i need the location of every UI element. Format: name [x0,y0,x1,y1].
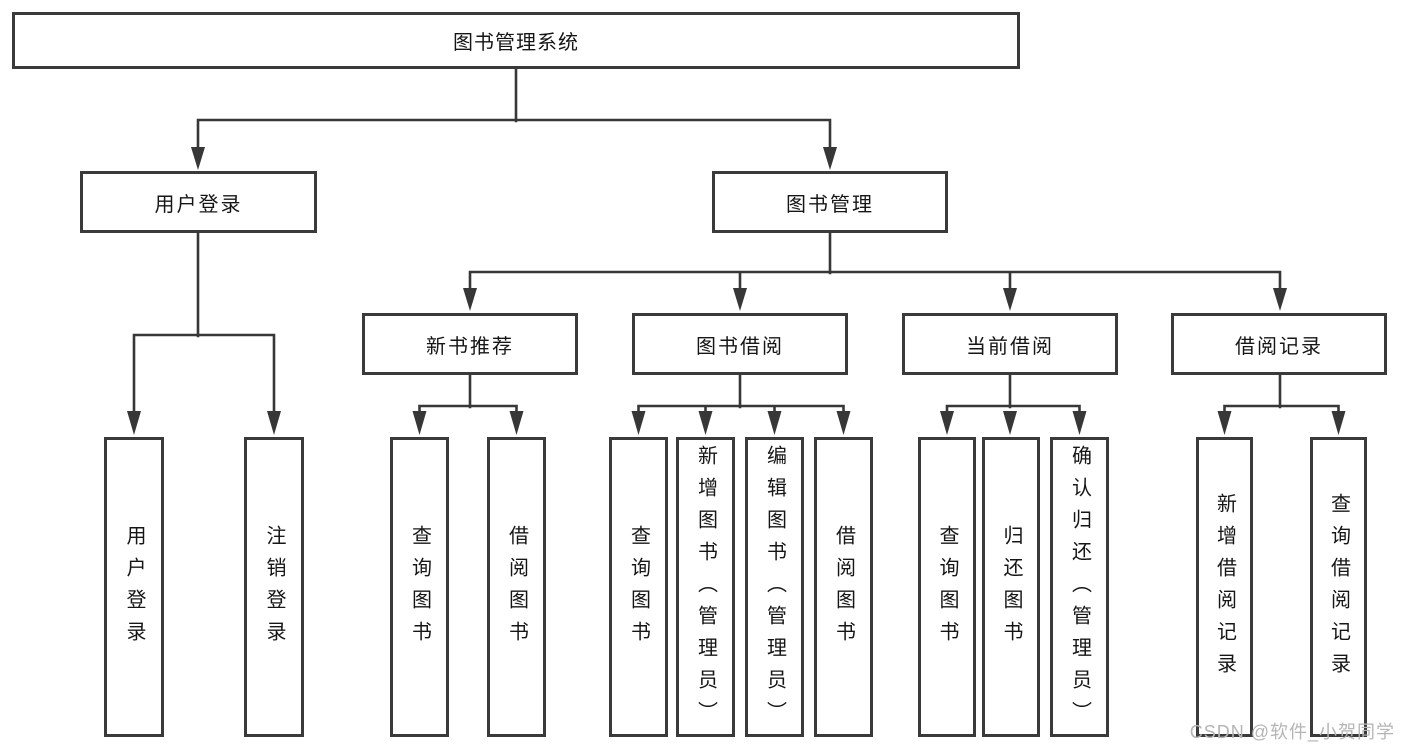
node-book-management: 图书管理 [712,171,948,233]
node-borrow-records: 借阅记录 [1171,313,1387,375]
leaf-newbook-query-books: 查询图书 [390,437,449,737]
leaf-current-query-books: 查询图书 [918,437,976,737]
leaf-borrow-edit-books-admin: 编辑图书（管理员） [745,437,804,737]
leaf-current-confirm-return-admin: 确认归还（管理员） [1050,437,1109,737]
node-user-login: 用户登录 [80,171,317,233]
leaf-borrow-add-books-admin: 新增图书（管理员） [676,437,735,737]
leaf-records-query-record: 查询借阅记录 [1310,437,1367,737]
node-current-borrow: 当前借阅 [902,313,1118,375]
node-book-borrow: 图书借阅 [632,313,848,375]
leaf-user-login: 用户登录 [104,437,164,737]
arrowheads [127,147,1346,435]
leaf-logout: 注销登录 [244,437,304,737]
csdn-watermark: CSDN @软件_小贺同学 [1189,722,1395,742]
node-new-book-recommend: 新书推荐 [362,313,578,375]
leaf-newbook-borrow-books: 借阅图书 [487,437,546,737]
leaf-current-return-books: 归还图书 [982,437,1040,737]
node-root-system: 图书管理系统 [12,12,1020,69]
leaf-borrow-query-books: 查询图书 [609,437,668,737]
leaf-records-add-record: 新增借阅记录 [1196,437,1253,737]
leaf-borrow-borrow-books: 借阅图书 [814,437,873,737]
tree-edges [132,67,1340,416]
